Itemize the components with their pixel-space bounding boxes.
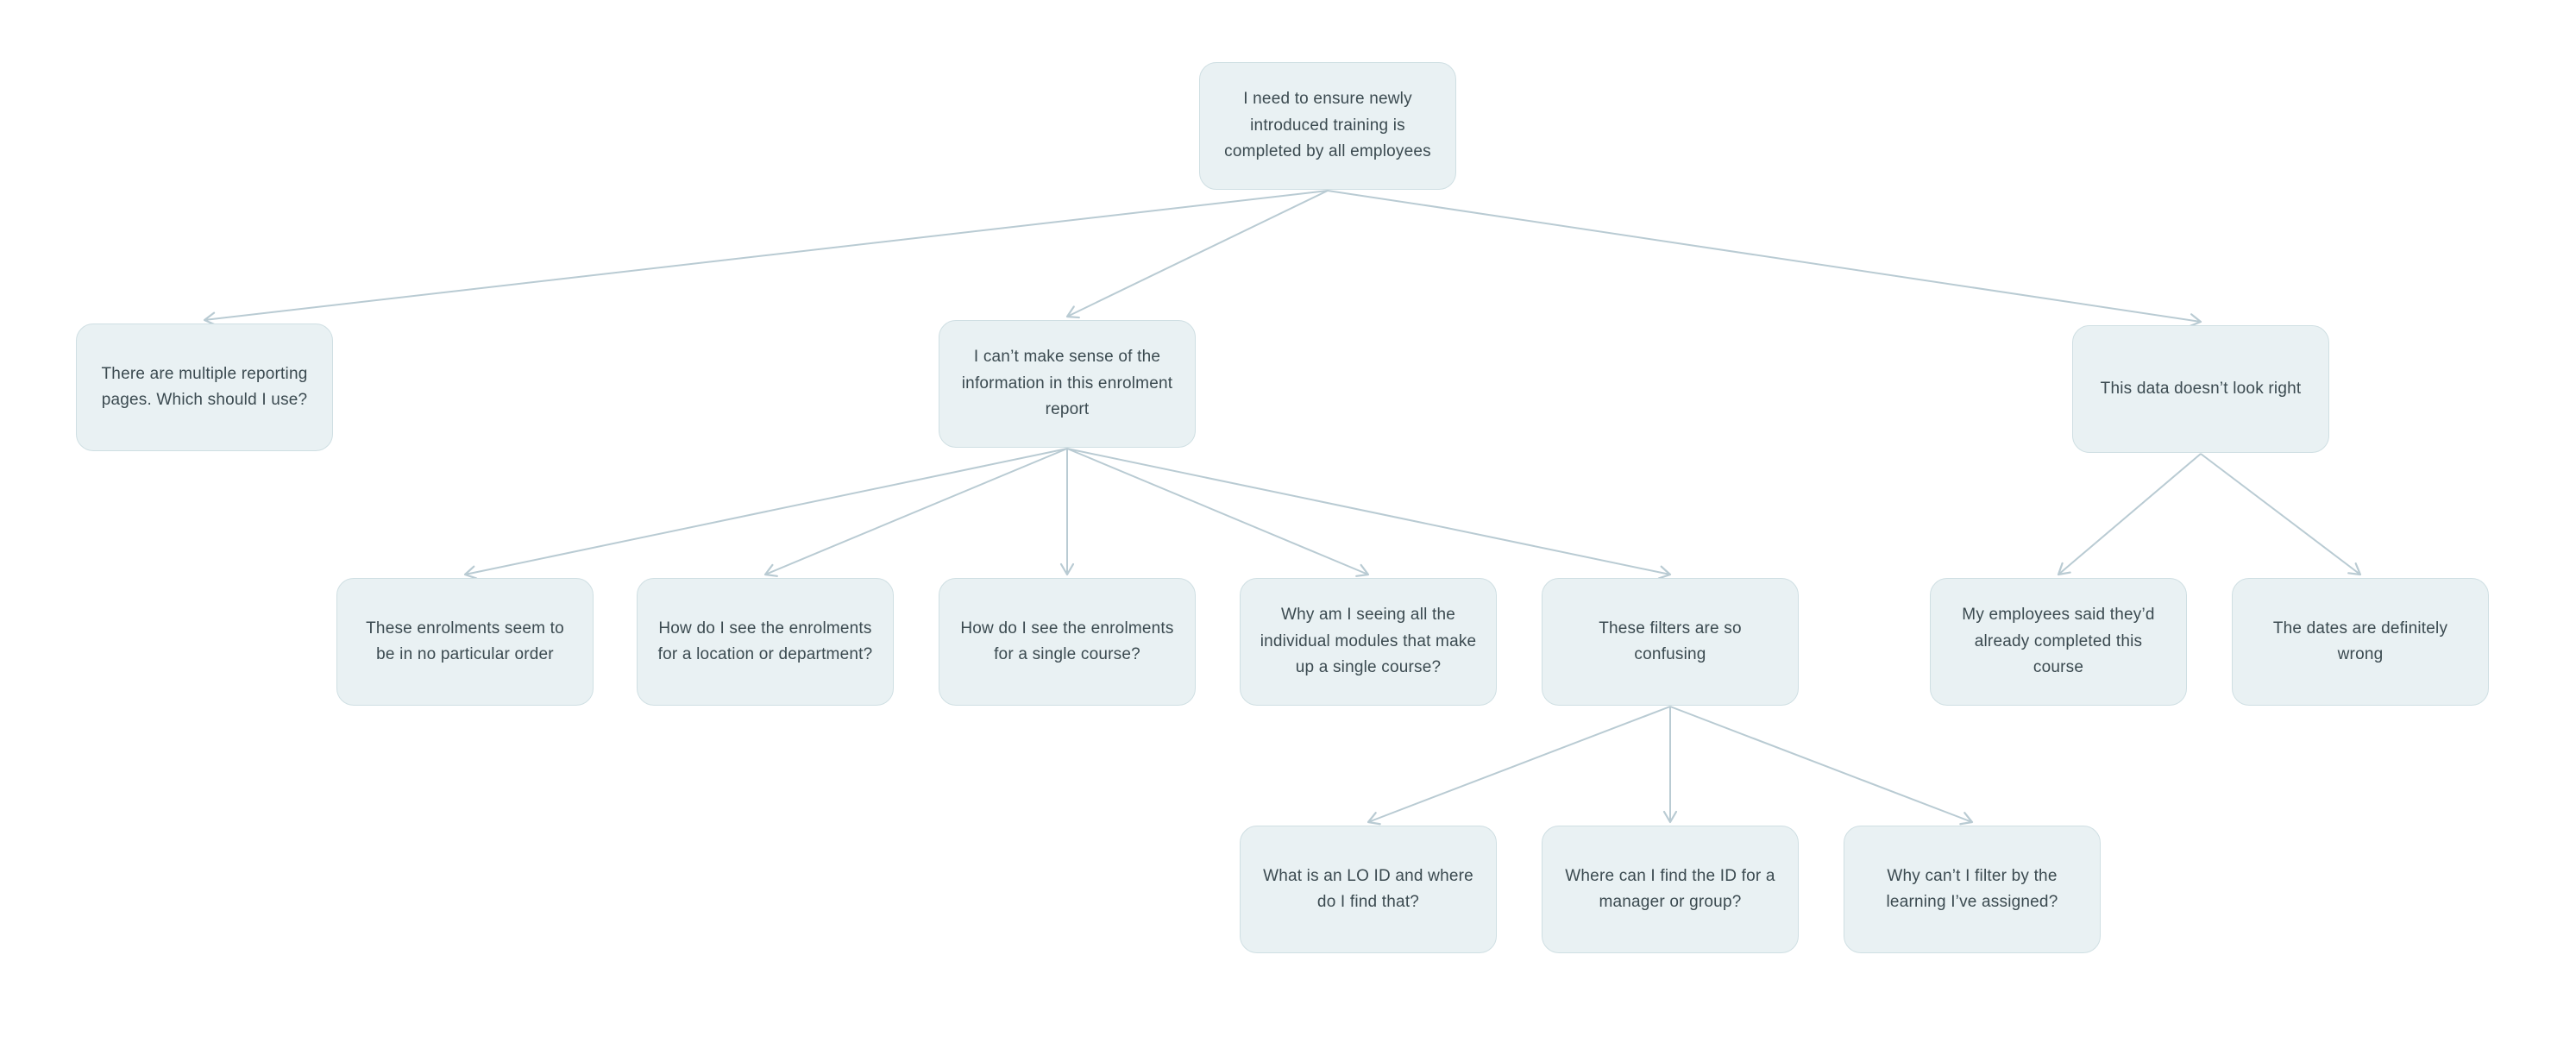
- node-individual-modules[interactable]: Why am I seeing all the individual modul…: [1240, 578, 1497, 706]
- node-label: I can’t make sense of the information in…: [961, 348, 1173, 419]
- connector: [1669, 706, 1974, 826]
- node-label: Where can I find the ID for a manager or…: [1565, 866, 1775, 911]
- connector: [463, 448, 1068, 580]
- connector: [1066, 448, 1672, 580]
- connector: [1066, 448, 1370, 577]
- node-single-course[interactable]: How do I see the enrolments for a single…: [939, 578, 1196, 706]
- connector: [1367, 706, 1671, 826]
- node-location-or-department[interactable]: How do I see the enrolments for a locati…: [637, 578, 894, 706]
- node-dates-wrong[interactable]: The dates are definitely wrong: [2232, 578, 2489, 706]
- connector: [1065, 190, 1329, 319]
- node-label: How do I see the enrolments for a locati…: [657, 619, 873, 663]
- node-no-particular-order[interactable]: These enrolments seem to be in no partic…: [336, 578, 594, 706]
- connector: [1327, 190, 2202, 328]
- connector: [2200, 453, 2362, 576]
- node-cant-make-sense[interactable]: I can’t make sense of the information in…: [939, 320, 1196, 448]
- node-label: These filters are so confusing: [1599, 619, 1742, 663]
- node-data-doesnt-look-right[interactable]: This data doesn’t look right: [2072, 325, 2329, 453]
- node-label: What is an LO ID and where do I find tha…: [1263, 866, 1473, 911]
- node-manager-or-group-id[interactable]: Where can I find the ID for a manager or…: [1542, 826, 1799, 953]
- node-lo-id[interactable]: What is an LO ID and where do I find tha…: [1240, 826, 1497, 953]
- node-label: How do I see the enrolments for a single…: [960, 619, 1174, 663]
- node-employees-already-completed[interactable]: My employees said they’d already complet…: [1930, 578, 2187, 706]
- connector: [763, 448, 1068, 577]
- node-multiple-reporting-pages[interactable]: There are multiple reporting pages. Whic…: [76, 323, 333, 451]
- node-label: These enrolments seem to be in no partic…: [366, 619, 564, 663]
- connector: [203, 190, 1329, 326]
- node-label: My employees said they’d already complet…: [1962, 606, 2155, 677]
- node-label: I need to ensure newly introduced traini…: [1224, 90, 1431, 161]
- node-label: There are multiple reporting pages. Whic…: [101, 364, 308, 409]
- node-label: Why am I seeing all the individual modul…: [1260, 606, 1477, 677]
- node-label: This data doesn’t look right: [2100, 379, 2302, 398]
- node-label: Why can’t I filter by the learning I’ve …: [1886, 866, 2058, 911]
- node-label: The dates are definitely wrong: [2272, 619, 2448, 663]
- node-filter-by-assigned-learning[interactable]: Why can’t I filter by the learning I’ve …: [1844, 826, 2101, 953]
- node-root-training[interactable]: I need to ensure newly introduced traini…: [1199, 62, 1456, 190]
- node-filters-confusing[interactable]: These filters are so confusing: [1542, 578, 1799, 706]
- connector: [2057, 453, 2202, 576]
